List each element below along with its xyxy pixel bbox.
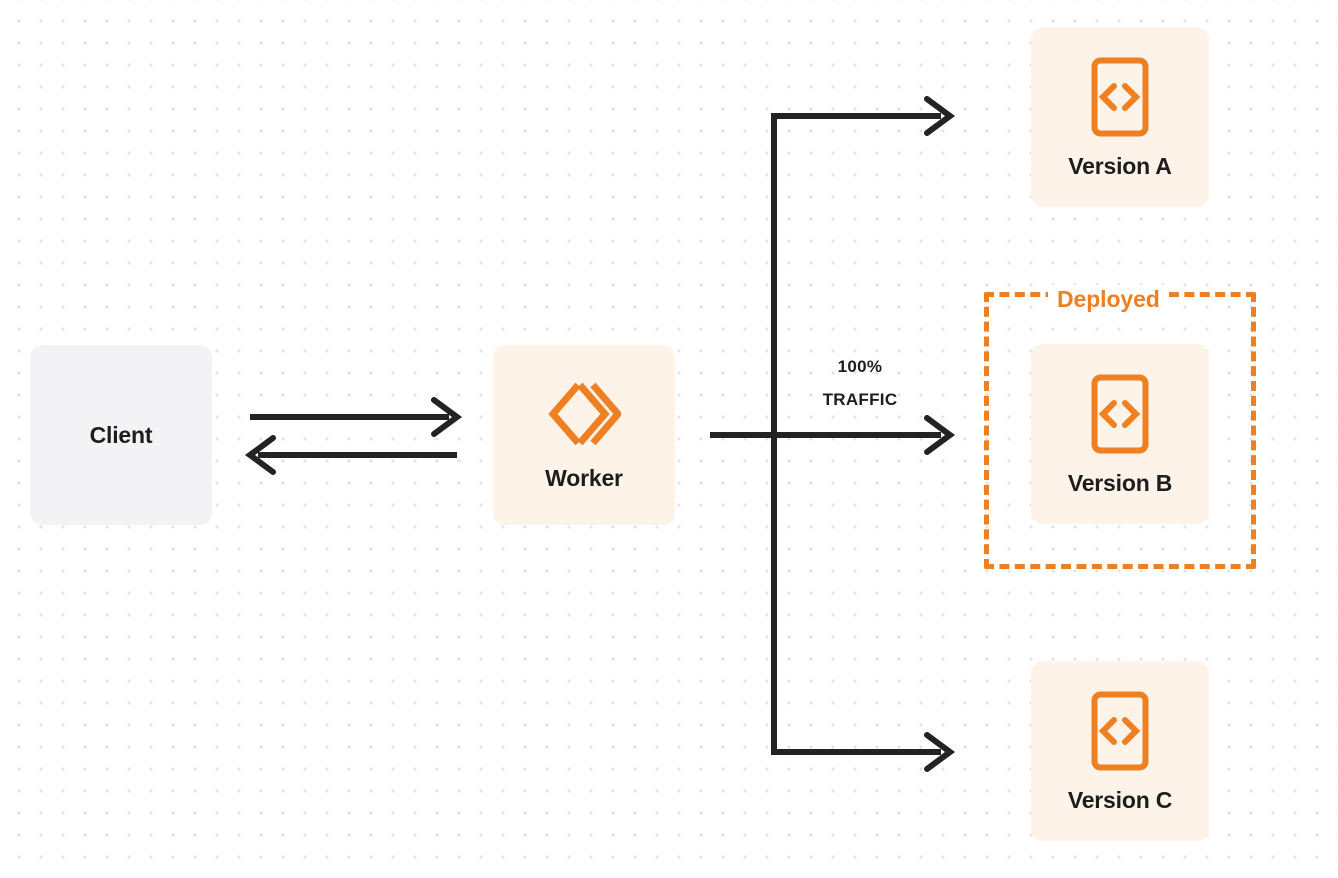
arrowhead-version-b [924,415,956,455]
code-brackets-icon [1091,57,1149,137]
deployed-group-label: Deployed [1048,285,1169,313]
edge-worker-to-client [244,435,457,475]
node-version-c[interactable]: Version C [1031,661,1209,841]
traffic-word: TRAFFIC [822,390,898,409]
code-brackets-icon [1091,374,1149,454]
node-worker-label: Worker [545,464,623,491]
cloudflare-workers-logo-icon [547,381,621,447]
node-client-label: Client [89,421,153,448]
node-version-a-label: Version A [1068,152,1172,179]
node-worker[interactable]: Worker [493,345,675,525]
edge-worker-to-versions [710,96,956,772]
node-version-b[interactable]: Version B [1031,344,1209,524]
node-version-b-label: Version B [1067,469,1173,496]
arrowhead-version-c [924,732,956,772]
traffic-percent: 100% [837,357,883,376]
traffic-label: 100% TRAFFIC [790,350,930,416]
node-version-c-label: Version C [1067,786,1173,813]
code-brackets-icon [1091,691,1149,771]
arrowhead-version-a [924,96,956,136]
node-version-a[interactable]: Version A [1031,27,1209,207]
edge-client-to-worker [250,397,463,437]
node-client[interactable]: Client [30,345,212,525]
